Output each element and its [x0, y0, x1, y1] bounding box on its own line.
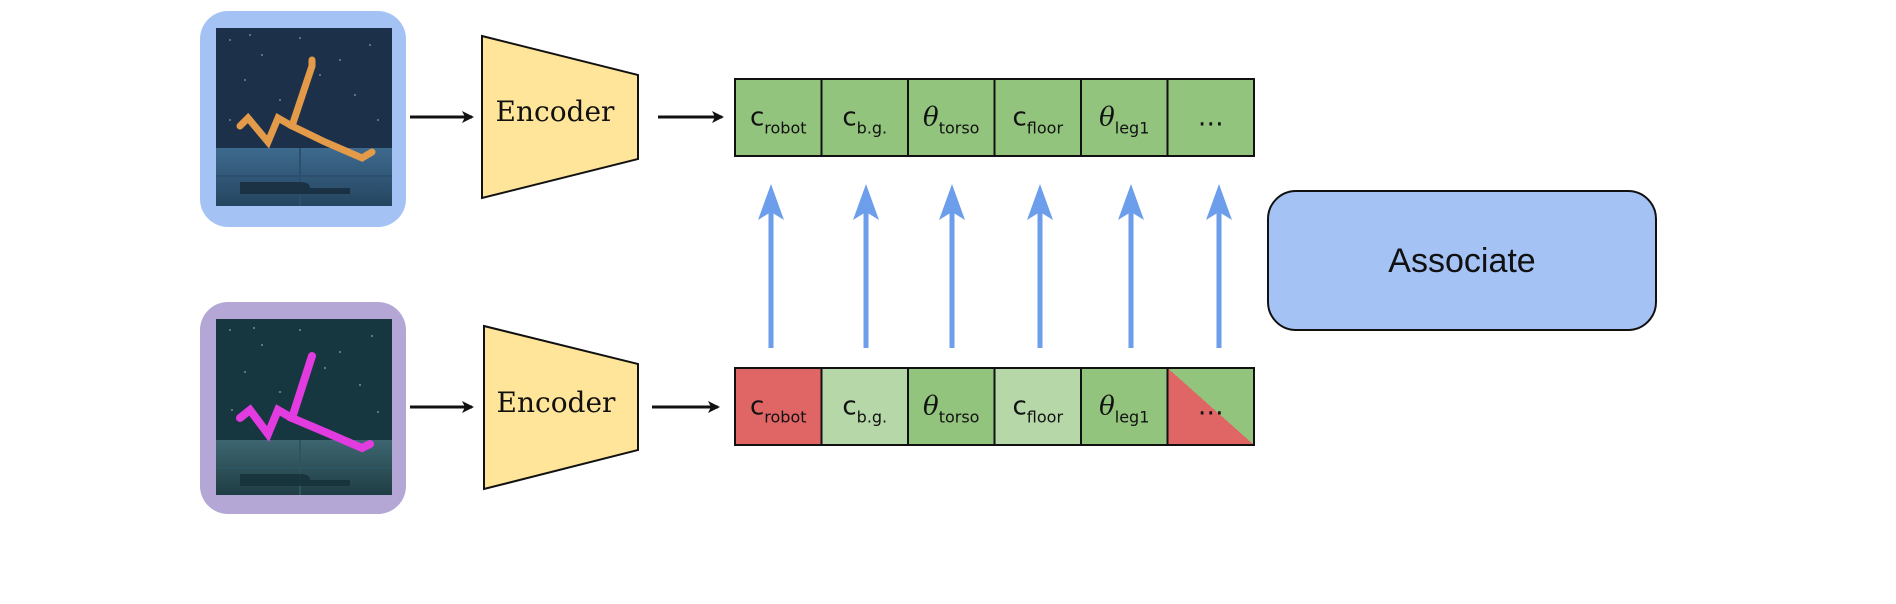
- top-latent-cell-5-box: [1166, 78, 1255, 157]
- top-latent-cell-1-box: [820, 78, 909, 157]
- top-observation-image: [200, 11, 406, 227]
- bottom-scene-shadow: [240, 474, 350, 486]
- bottom-latent-cell-2-subscript: torso: [939, 408, 980, 427]
- top-latent-cell-5: …: [1166, 78, 1255, 157]
- top-latent-cell-1-symbol: c: [842, 103, 856, 133]
- top-encoder-shape: [481, 34, 639, 200]
- top-latent-cell-0-label: crobot: [750, 103, 807, 138]
- top-latent-cell-2-label: θtorso: [923, 103, 979, 138]
- bottom-latent-cell-0-box: [734, 367, 823, 446]
- associate-block: Associate: [1267, 190, 1657, 331]
- top-robot-figure: [236, 56, 376, 162]
- top-scene-floor-grid: [216, 148, 392, 206]
- bottom-latent-cell-5-box: [1166, 367, 1255, 446]
- bottom-latent-cell-1: cb.g.: [820, 367, 909, 446]
- bottom-latent-cell-4-label: θleg1: [1099, 392, 1149, 427]
- top-latent-cell-4-box: [1080, 78, 1169, 157]
- bottom-latent-cell-1-label: cb.g.: [842, 392, 887, 427]
- bottom-latent-cell-3-subscript: floor: [1027, 408, 1064, 427]
- top-latent-cell-0-symbol: c: [750, 103, 764, 133]
- top-latent-cell-0-box: [734, 78, 823, 157]
- association-arrow-2: [939, 184, 965, 348]
- bottom-latent-cell-0-subscript: robot: [764, 408, 806, 427]
- top-latent-cell-4-symbol: θ: [1099, 103, 1115, 133]
- bottom-robot-figure: [236, 352, 374, 453]
- top-latent-cell-1-label: cb.g.: [842, 103, 887, 138]
- top-latent-cell-1: cb.g.: [820, 78, 909, 157]
- top-latent-cell-3-symbol: c: [1012, 103, 1026, 133]
- top-encoder-label: Encoder: [496, 95, 616, 128]
- association-arrow-0: [758, 184, 784, 348]
- bottom-latent-cell-1-subscript: b.g.: [857, 408, 887, 427]
- top-latent-cell-2-box: [907, 78, 996, 157]
- top-latent-cell-2-symbol: θ: [923, 103, 939, 133]
- bottom-encoder: Encoder: [483, 324, 639, 491]
- bottom-latent-cell-1-box: [820, 367, 909, 446]
- bottom-latent-cell-2-label: θtorso: [923, 392, 979, 427]
- bottom-latent-cell-2: θtorso: [907, 367, 996, 446]
- bottom-encoder-label: Encoder: [497, 386, 617, 419]
- top-latent-cell-3-label: cfloor: [1012, 103, 1063, 138]
- top-latent-cell-3-box: [993, 78, 1082, 157]
- top-latent-cell-4-subscript: leg1: [1115, 119, 1150, 138]
- bottom-latent-cell-5-label: …: [1198, 392, 1224, 422]
- bottom-latent-cell-4-subscript: leg1: [1115, 408, 1150, 427]
- top-encoder: Encoder: [481, 34, 639, 200]
- bottom-latent-cell-3-symbol: c: [1012, 392, 1026, 422]
- bottom-latent-cell-5: …: [1166, 367, 1255, 446]
- top-latent-cell-0: crobot: [734, 78, 823, 157]
- associate-box: [1267, 190, 1657, 331]
- association-arrow-4: [1118, 184, 1144, 348]
- top-latent-cell-4-label: θleg1: [1099, 103, 1149, 138]
- bottom-latent-cell-0: crobot: [734, 367, 823, 446]
- bottom-latent-cell-2-symbol: θ: [923, 392, 939, 422]
- top-latent-cell-4: θleg1: [1080, 78, 1169, 157]
- top-latent-cell-3: cfloor: [993, 78, 1082, 157]
- bottom-latent-cell-0-label: crobot: [750, 392, 807, 427]
- bottom-latent-cell-4-box: [1080, 367, 1169, 446]
- top-latent-cell-3-subscript: floor: [1027, 119, 1064, 138]
- bottom-latent-cell-2-box: [907, 367, 996, 446]
- top-scene-shadow: [240, 182, 350, 194]
- bottom-latent-cell-3-label: cfloor: [1012, 392, 1063, 427]
- bottom-latent-cell-4: θleg1: [1080, 367, 1169, 446]
- top-latent-cell-5-label: …: [1198, 103, 1224, 133]
- bottom-latent-cell-3: cfloor: [993, 367, 1082, 446]
- bottom-latent-cell-1-symbol: c: [842, 392, 856, 422]
- top-scene-stars: [229, 34, 379, 121]
- bottom-encoder-shape: [483, 324, 639, 491]
- top-latent-cell-2: θtorso: [907, 78, 996, 157]
- bottom-observation-image: [200, 302, 406, 514]
- bottom-scene-stars: [229, 327, 379, 413]
- top-latent-cell-1-subscript: b.g.: [857, 119, 887, 138]
- top-latent-cell-5-symbol: …: [1198, 103, 1224, 133]
- association-arrow-1: [853, 184, 879, 348]
- bottom-latent-cell-4-symbol: θ: [1099, 392, 1115, 422]
- top-latent-cell-0-subscript: robot: [764, 119, 806, 138]
- association-arrow-3: [1027, 184, 1053, 348]
- associate-label: Associate: [1388, 242, 1535, 280]
- association-arrows: [758, 184, 1232, 348]
- bottom-latent-cell-5-symbol: …: [1198, 392, 1224, 422]
- top-latent-cell-2-subscript: torso: [939, 119, 980, 138]
- bottom-latent-cell-3-box: [993, 367, 1082, 446]
- association-arrow-5: [1206, 184, 1232, 348]
- bottom-latent-cell-0-symbol: c: [750, 392, 764, 422]
